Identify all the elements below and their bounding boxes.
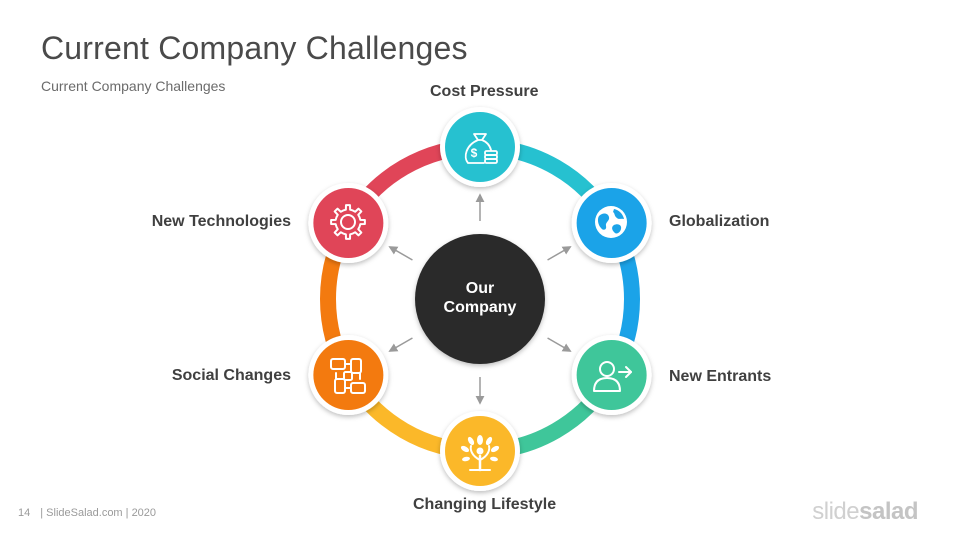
growing-tree-icon bbox=[460, 435, 500, 472]
label-cost-pressure: Cost Pressure bbox=[430, 83, 539, 100]
node-new-technologies bbox=[308, 183, 389, 263]
brand-logo: slidesalad bbox=[812, 498, 918, 526]
node-cost-pressure bbox=[440, 107, 520, 187]
slide-title: Current Company Challenges bbox=[41, 30, 468, 66]
center-label: Our Company bbox=[415, 279, 545, 317]
label-new-technologies: New Technologies bbox=[151, 213, 291, 230]
arrow-to-globalization bbox=[547, 246, 572, 261]
arrow-to-social-changes bbox=[388, 337, 413, 352]
footer-text: | SlideSalad.com | 2020 bbox=[40, 507, 157, 519]
brand-bold: salad bbox=[859, 498, 918, 525]
svg-text:$: $ bbox=[471, 146, 478, 160]
node-fill bbox=[313, 340, 384, 410]
arrow-to-new-technologies bbox=[388, 246, 413, 261]
footer: 14 | SlideSalad.com | 2020 bbox=[18, 507, 156, 519]
center-label-line2: Company bbox=[443, 299, 517, 316]
center-circle bbox=[415, 234, 545, 364]
label-globalization: Globalization bbox=[669, 213, 770, 230]
center-arrows bbox=[388, 193, 572, 405]
label-changing-lifestyle: Changing Lifestyle bbox=[413, 496, 557, 513]
globe-icon bbox=[595, 206, 627, 238]
node-fill bbox=[313, 188, 384, 258]
brand-light: slide bbox=[812, 498, 860, 525]
gear-icon bbox=[330, 204, 366, 240]
node-social-changes bbox=[308, 335, 389, 415]
linked-hands-icon bbox=[330, 358, 366, 394]
money-bag-icon: $ bbox=[464, 133, 498, 164]
arrow-to-new-entrants bbox=[547, 337, 572, 352]
user-enter-icon bbox=[593, 361, 632, 392]
slide-subtitle: Current Company Challenges bbox=[41, 78, 226, 94]
center-label-line1: Our bbox=[465, 280, 495, 297]
node-fill bbox=[445, 112, 515, 182]
label-new-entrants: New Entrants bbox=[669, 368, 772, 385]
page-number: 14 bbox=[18, 507, 31, 519]
label-social-changes: Social Changes bbox=[171, 367, 291, 384]
